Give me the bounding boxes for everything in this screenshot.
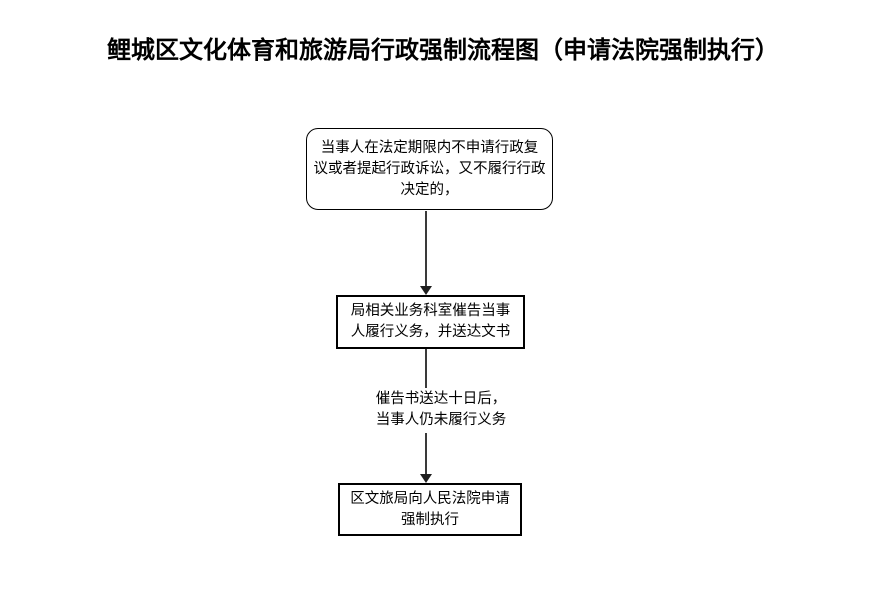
node-text-line: 强制执行: [401, 511, 459, 528]
connector-line-2-lower: [425, 433, 427, 475]
connector-line-1: [425, 211, 427, 286]
page-title: 鲤城区文化体育和旅游局行政强制流程图（申请法院强制执行）: [107, 38, 779, 64]
edge-label-line: 当事人仍未履行义务: [375, 412, 507, 428]
flow-node-notify: 局相关业务科室催告当事 人履行义务，并送达文书: [336, 295, 525, 349]
node-text-line: 当事人在法定期限内不申请行政复: [320, 139, 539, 156]
node-text-line: 决定的，: [400, 181, 459, 198]
node-text-line: 区文旅局向人民法院申请: [350, 490, 510, 507]
node-text-line: 议或者提起行政诉讼，又不履行行政: [313, 160, 546, 177]
arrow-down-icon: [420, 474, 432, 483]
node-text-line: 人履行义务，并送达文书: [350, 324, 511, 340]
flow-node-apply: 区文旅局向人民法院申请 强制执行: [338, 483, 522, 536]
flow-node-start: 当事人在法定期限内不申请行政复 议或者提起行政诉讼，又不履行行政 决定的，: [306, 128, 553, 210]
node-text-line: 局相关业务科室催告当事: [350, 303, 511, 319]
edge-condition-label: 催告书送达十日后， 当事人仍未履行义务: [346, 389, 536, 431]
connector-line-2-upper: [425, 349, 427, 388]
arrow-down-icon: [420, 286, 432, 295]
edge-label-line: 催告书送达十日后，: [375, 391, 507, 407]
